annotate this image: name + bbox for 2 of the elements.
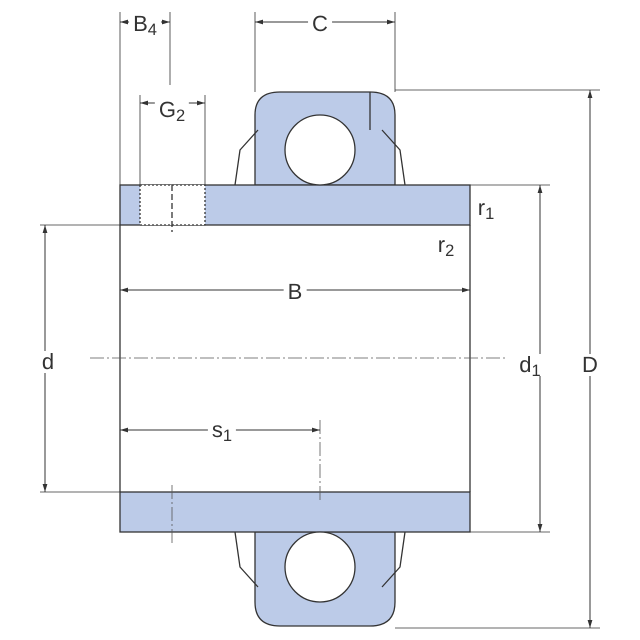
dimension-label: G$_{2}$ <box>154 99 190 121</box>
dimension-label: B$_{4}$ <box>129 13 161 35</box>
